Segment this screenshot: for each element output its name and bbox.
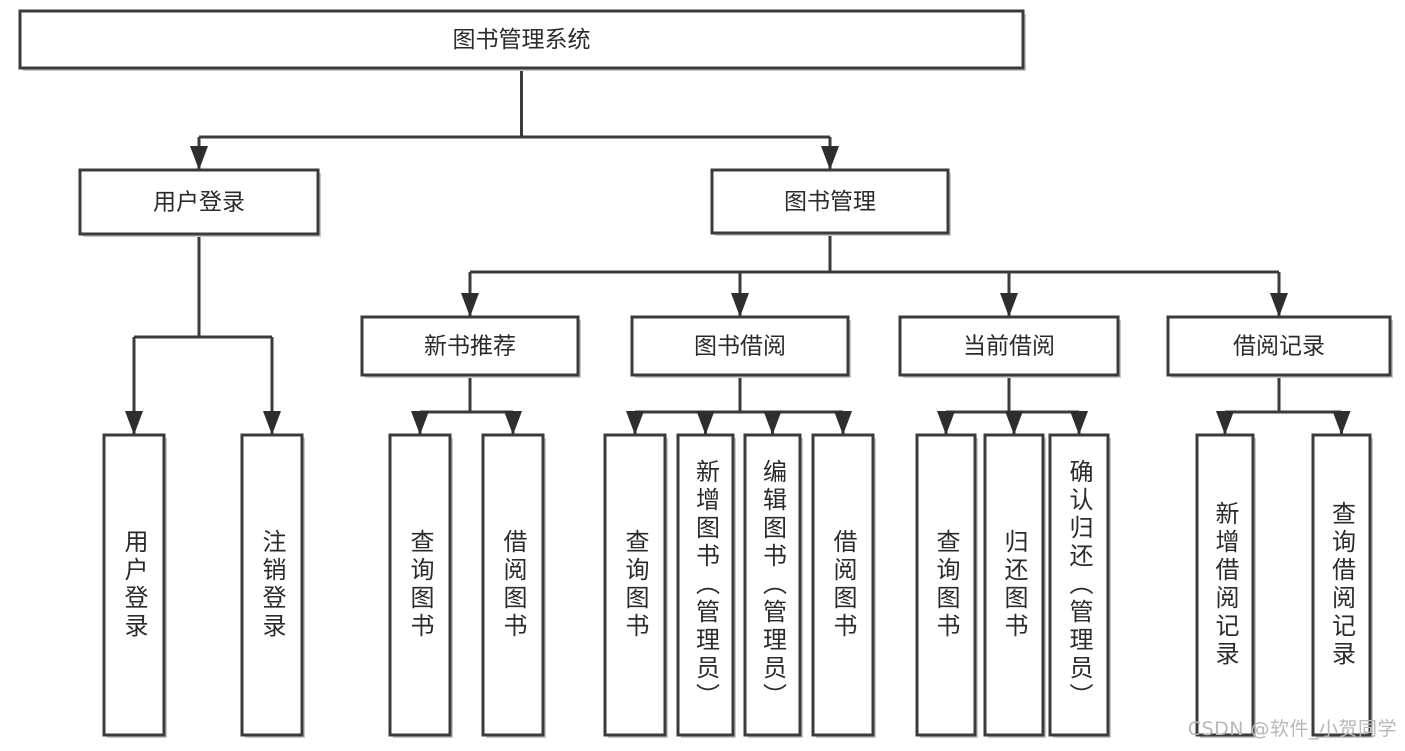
node-leaf-box-4[interactable] xyxy=(603,433,667,737)
node-leaf-box-5[interactable] xyxy=(676,433,735,737)
node-level3-box-3[interactable] xyxy=(1166,315,1392,377)
node-leaf-box-9[interactable] xyxy=(983,433,1045,737)
node-leaf-box-7[interactable] xyxy=(811,433,875,737)
node-level2-box-1[interactable] xyxy=(710,168,950,235)
arrow-head-icon xyxy=(834,411,852,435)
arrow-head-icon xyxy=(937,411,955,435)
node-root-box[interactable] xyxy=(18,9,1025,70)
node-level3-label-0: 新书推荐 xyxy=(424,334,516,360)
arrow-head-icon xyxy=(504,411,522,435)
arrow-head-icon xyxy=(411,411,429,435)
boxes-layer xyxy=(18,9,1393,738)
arrow-head-icon xyxy=(1332,411,1351,435)
arrow-head-icon xyxy=(125,411,143,435)
arrow-head-icon xyxy=(1005,411,1023,435)
node-level3-label-1: 图书借阅 xyxy=(694,334,786,360)
node-level3-box-1[interactable] xyxy=(630,315,850,377)
node-leaf-box-3[interactable] xyxy=(481,433,545,737)
node-root-label: 图书管理系统 xyxy=(453,27,591,53)
node-level2-label-1: 图书管理 xyxy=(784,189,876,215)
node-leaf-box-8[interactable] xyxy=(915,433,977,737)
arrow-head-icon xyxy=(1070,411,1088,435)
node-level2-label-0: 用户登录 xyxy=(153,190,245,216)
arrow-head-icon xyxy=(1216,411,1234,435)
node-leaf-box-1[interactable] xyxy=(240,433,304,737)
csdn-watermark: CSDN @软件_小贺同学 xyxy=(1187,718,1397,740)
node-leaf-box-0[interactable] xyxy=(102,433,166,737)
arrow-head-icon xyxy=(190,146,208,170)
connectors-layer xyxy=(125,68,1351,435)
arrow-head-icon xyxy=(1000,293,1018,317)
arrow-head-icon xyxy=(461,293,479,317)
arrow-head-icon xyxy=(821,146,839,170)
node-level3-box-2[interactable] xyxy=(898,315,1120,377)
arrow-head-icon xyxy=(1270,293,1288,317)
node-level2-box-0[interactable] xyxy=(78,168,320,236)
node-leaf-box-2[interactable] xyxy=(388,433,452,737)
arrow-head-icon xyxy=(731,293,749,317)
arrow-head-icon xyxy=(626,411,644,435)
node-leaf-box-6[interactable] xyxy=(743,433,802,737)
arrow-head-icon xyxy=(763,411,782,435)
node-leaf-box-11[interactable] xyxy=(1195,433,1255,737)
arrow-head-icon xyxy=(263,411,281,435)
node-leaf-box-10[interactable] xyxy=(1048,433,1110,737)
arrow-head-icon xyxy=(696,411,715,435)
node-level3-box-0[interactable] xyxy=(360,315,580,377)
node-leaf-box-12[interactable] xyxy=(1311,433,1372,737)
node-level3-label-2: 当前借阅 xyxy=(963,334,1055,360)
node-level3-label-3: 借阅记录 xyxy=(1233,334,1325,360)
